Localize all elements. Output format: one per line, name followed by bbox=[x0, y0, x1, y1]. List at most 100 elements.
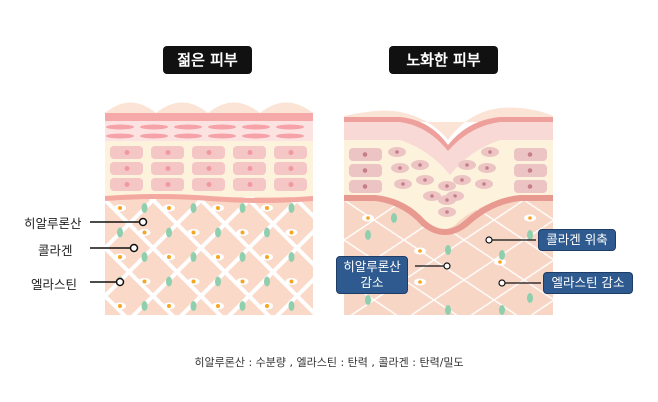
hyaluronic-dot bbox=[265, 255, 269, 259]
collagen-fiber bbox=[276, 124, 304, 130]
hyaluronic-dot bbox=[167, 206, 171, 210]
elastin-fiber bbox=[190, 301, 197, 311]
cell-nucleus bbox=[362, 152, 368, 157]
cell-nucleus bbox=[247, 166, 253, 171]
hyaluronic-dot bbox=[191, 279, 196, 284]
cell-nucleus bbox=[395, 150, 399, 154]
cell-nucleus bbox=[527, 152, 533, 157]
tag-elastin-decrease: 엘라스틴 감소 bbox=[543, 272, 633, 294]
collagen-fiber bbox=[276, 133, 304, 139]
hyaluronic-dot bbox=[240, 230, 245, 235]
cell-nucleus bbox=[124, 150, 130, 155]
hyaluronic-dot bbox=[498, 260, 502, 264]
elastin-fiber bbox=[445, 305, 451, 315]
aged-leaders bbox=[415, 236, 541, 287]
cell-nucleus bbox=[418, 163, 422, 167]
cell-nucleus bbox=[488, 150, 492, 154]
elastin-fiber bbox=[190, 203, 197, 213]
elastin-fiber bbox=[527, 230, 533, 240]
hyaluronic-dot bbox=[418, 280, 422, 284]
hyaluronic-dot bbox=[118, 304, 122, 308]
collagen-fiber bbox=[242, 124, 270, 130]
elastin-fiber bbox=[239, 252, 246, 262]
cell-nucleus bbox=[165, 182, 171, 187]
elastin-fiber bbox=[365, 295, 371, 305]
hyaluronic-dot bbox=[265, 304, 269, 308]
hyaluronic-dot bbox=[191, 230, 196, 235]
elastin-fiber bbox=[499, 305, 505, 315]
cell-nucleus bbox=[527, 184, 533, 189]
tag-line-1: 히알루론산 bbox=[343, 259, 401, 274]
collagen-fiber bbox=[174, 124, 202, 130]
hyaluronic-dot bbox=[118, 255, 122, 259]
aged-skin bbox=[344, 107, 553, 315]
cell-nucleus bbox=[124, 182, 130, 187]
collagen-fiber bbox=[174, 133, 202, 139]
elastin-fiber bbox=[141, 301, 148, 311]
elastin-fiber bbox=[365, 230, 371, 240]
label-elastin: 엘라스틴 bbox=[31, 277, 78, 292]
hyaluronic-dot bbox=[167, 304, 171, 308]
cell-nucleus bbox=[165, 166, 171, 171]
young-leaders bbox=[90, 217, 148, 287]
hyaluronic-dot bbox=[216, 304, 220, 308]
collagen-fiber bbox=[106, 124, 134, 130]
elastin-fiber bbox=[215, 276, 221, 287]
cell-nucleus bbox=[401, 182, 405, 186]
cell-nucleus bbox=[362, 184, 368, 189]
hyaluronic-dot bbox=[118, 206, 122, 210]
young-skin-title: 젊은 피부 bbox=[163, 46, 252, 74]
hyaluronic-dot bbox=[289, 279, 294, 284]
hyaluronic-dot bbox=[216, 255, 220, 259]
cell-nucleus bbox=[430, 194, 434, 198]
elastin-fiber bbox=[166, 276, 172, 287]
cell-nucleus bbox=[453, 194, 457, 198]
cell-nucleus bbox=[465, 163, 469, 167]
collagen-fiber bbox=[140, 124, 168, 130]
collagen-fiber bbox=[140, 133, 168, 139]
hyaluronic-dot bbox=[167, 255, 171, 259]
elastin-fiber bbox=[141, 252, 148, 262]
elastin-fiber bbox=[239, 203, 246, 213]
cell-nucleus bbox=[527, 168, 533, 173]
cell-nucleus bbox=[288, 150, 294, 155]
cell-nucleus bbox=[482, 182, 486, 186]
cell-nucleus bbox=[423, 178, 427, 182]
cell-nucleus bbox=[165, 150, 171, 155]
cell-nucleus bbox=[445, 198, 449, 202]
cell-nucleus bbox=[445, 184, 449, 188]
cell-nucleus bbox=[460, 178, 464, 182]
elastin-fiber bbox=[117, 227, 123, 238]
footer-legend: 히알루론산 : 수분량 , 엘라스틴 : 탄력 , 콜라겐 : 탄력/밀도 bbox=[194, 356, 464, 369]
elastin-fiber bbox=[288, 252, 295, 262]
cell-nucleus bbox=[398, 166, 402, 170]
elastin-fiber bbox=[445, 245, 451, 255]
aged-skin-title: 노화한 피부 bbox=[389, 46, 498, 74]
cell-nucleus bbox=[288, 182, 294, 187]
young-skin bbox=[105, 102, 313, 315]
elastin-fiber bbox=[499, 250, 505, 260]
elastin-fiber bbox=[264, 227, 270, 238]
elastin-fiber bbox=[527, 293, 533, 303]
hyaluronic-dot bbox=[216, 206, 220, 210]
tag-line-2: 감소 bbox=[360, 275, 384, 290]
cell-nucleus bbox=[247, 182, 253, 187]
hyaluronic-dot bbox=[240, 279, 245, 284]
hyaluronic-dot bbox=[142, 279, 147, 284]
tag-collagen-atrophy: 콜라겐 위축 bbox=[538, 229, 616, 251]
elastin-fiber bbox=[215, 227, 221, 238]
cell-nucleus bbox=[124, 166, 130, 171]
hyaluronic-dot bbox=[418, 249, 422, 253]
elastin-fiber bbox=[264, 276, 270, 287]
hyaluronic-dot bbox=[528, 216, 532, 220]
cell-nucleus bbox=[288, 166, 294, 171]
cell-nucleus bbox=[206, 182, 212, 187]
elastin-fiber bbox=[239, 301, 246, 311]
elastin-fiber bbox=[288, 301, 295, 311]
elastin-fiber bbox=[141, 203, 148, 213]
cell-nucleus bbox=[485, 166, 489, 170]
elastin-fiber bbox=[288, 203, 295, 213]
hyaluronic-dot bbox=[366, 216, 370, 220]
elastin-fiber bbox=[391, 213, 397, 223]
